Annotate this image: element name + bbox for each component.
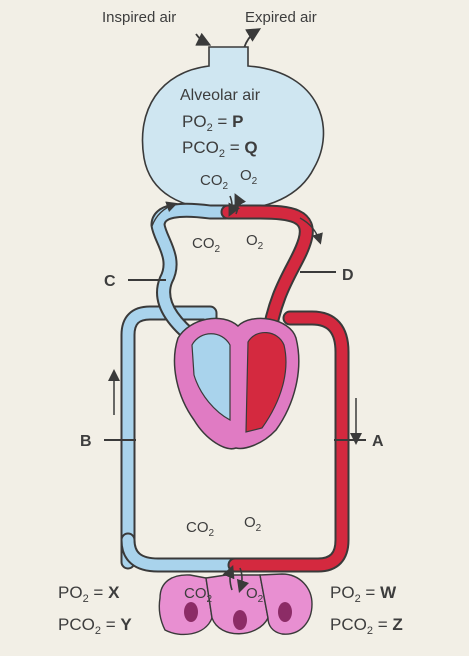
inspired-air-arrow [196, 34, 208, 44]
point-d-label: D [342, 267, 354, 284]
tissue-left-pco2: PCO2 = Y [58, 615, 132, 637]
tissue-left-po2: PO2 = X [58, 583, 120, 605]
point-a-label: A [372, 433, 384, 450]
inspired-air-label: Inspired air [102, 9, 176, 26]
tissue-right-po2: PO2 = W [330, 583, 397, 605]
pulmonary-o2-label: O2 [246, 232, 264, 252]
alveolar-air-title: Alveolar air [180, 87, 261, 104]
tissue-cells [159, 574, 312, 634]
point-b-label: B [80, 433, 92, 450]
systemic-o2-label: O2 [244, 514, 262, 534]
pulmonary-co2-label: CO2 [192, 235, 221, 255]
point-c-label: C [104, 273, 116, 290]
alveolar-po2: PO2 = P [182, 112, 243, 134]
expired-air-label: Expired air [245, 9, 317, 26]
expired-air-arrow [244, 30, 258, 48]
systemic-co2-label: CO2 [186, 519, 215, 539]
tissue-right-pco2: PCO2 = Z [330, 615, 403, 637]
